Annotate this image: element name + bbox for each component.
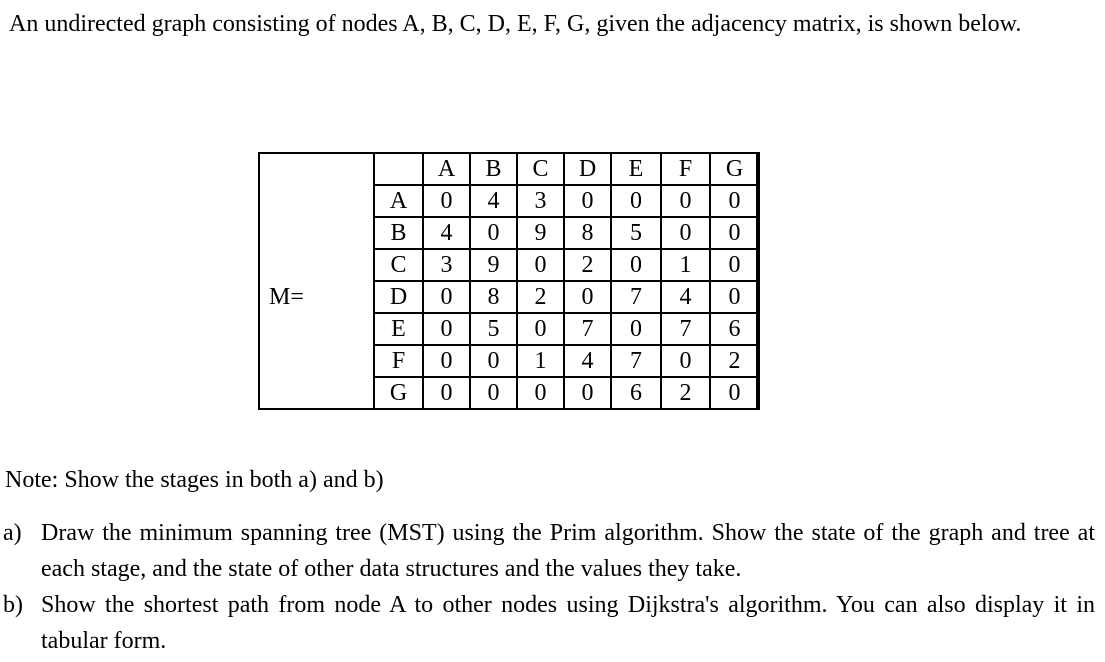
matrix-column-header: A bbox=[422, 152, 471, 186]
matrix-cell: 6 bbox=[709, 312, 760, 346]
matrix-cell: 0 bbox=[422, 280, 471, 314]
matrix-row-header: B bbox=[373, 216, 424, 250]
matrix-cell: 0 bbox=[422, 344, 471, 378]
matrix-row-header: D bbox=[373, 280, 424, 314]
matrix-cell: 0 bbox=[422, 312, 471, 346]
question-b: b) Show the shortest path from node A to… bbox=[3, 587, 1095, 659]
matrix-cell: 0 bbox=[660, 216, 711, 250]
intro-paragraph: An undirected graph consisting of nodes … bbox=[9, 11, 1022, 37]
matrix-cell: 8 bbox=[469, 280, 518, 314]
matrix-cell: 9 bbox=[516, 216, 565, 250]
matrix-cell: 4 bbox=[469, 184, 518, 218]
matrix-cell: 0 bbox=[563, 376, 612, 410]
questions: a) Draw the minimum spanning tree (MST) … bbox=[3, 515, 1095, 659]
matrix-cell: 0 bbox=[709, 280, 760, 314]
matrix-cell: 2 bbox=[563, 248, 612, 282]
matrix-column-header: B bbox=[469, 152, 518, 186]
matrix-cell: 8 bbox=[563, 216, 612, 250]
matrix-row-header: F bbox=[373, 344, 424, 378]
matrix-row-header: C bbox=[373, 248, 424, 282]
matrix-cell: 3 bbox=[516, 184, 565, 218]
matrix-cell: 9 bbox=[469, 248, 518, 282]
matrix-row-header: G bbox=[373, 376, 424, 410]
matrix-cell: 0 bbox=[709, 184, 760, 218]
matrix-cell: 0 bbox=[516, 248, 565, 282]
matrix-cell: 7 bbox=[563, 312, 612, 346]
matrix-cell: 0 bbox=[469, 216, 518, 250]
matrix-cell: 0 bbox=[660, 184, 711, 218]
matrix-label: M= bbox=[269, 284, 304, 310]
matrix-cell: 2 bbox=[660, 376, 711, 410]
matrix-cell: 6 bbox=[610, 376, 662, 410]
matrix-cell: 5 bbox=[469, 312, 518, 346]
question-text: Show the shortest path from node A to ot… bbox=[41, 592, 1095, 654]
question-label: a) bbox=[3, 520, 22, 546]
matrix-cell: 0 bbox=[469, 376, 518, 410]
matrix-column-header: C bbox=[516, 152, 565, 186]
matrix-cell: 1 bbox=[660, 248, 711, 282]
question-text: Draw the minimum spanning tree (MST) usi… bbox=[41, 520, 1095, 582]
matrix-cell: 0 bbox=[660, 344, 711, 378]
matrix-cell: 0 bbox=[516, 376, 565, 410]
matrix-cell: 0 bbox=[563, 280, 612, 314]
matrix-column-header: F bbox=[660, 152, 711, 186]
matrix-cell: 4 bbox=[422, 216, 471, 250]
matrix-cell: 0 bbox=[516, 312, 565, 346]
matrix-corner-cell bbox=[373, 152, 424, 186]
matrix-cell: 0 bbox=[422, 184, 471, 218]
matrix-cell: 0 bbox=[610, 184, 662, 218]
matrix-cell: 4 bbox=[563, 344, 612, 378]
matrix-cell: 3 bbox=[422, 248, 471, 282]
matrix-cell: 0 bbox=[610, 248, 662, 282]
matrix-column-header: D bbox=[563, 152, 612, 186]
matrix-row-header: E bbox=[373, 312, 424, 346]
matrix-cell: 7 bbox=[660, 312, 711, 346]
matrix-cell: 4 bbox=[660, 280, 711, 314]
matrix-cell: 2 bbox=[516, 280, 565, 314]
matrix-cell: 0 bbox=[469, 344, 518, 378]
matrix-cell: 0 bbox=[422, 376, 471, 410]
question-label: b) bbox=[3, 592, 23, 618]
matrix-cell: 5 bbox=[610, 216, 662, 250]
matrix-cell: 2 bbox=[709, 344, 760, 378]
matrix-cell: 0 bbox=[610, 312, 662, 346]
matrix-column-header: E bbox=[610, 152, 662, 186]
matrix-cell: 7 bbox=[610, 344, 662, 378]
matrix-cell: 0 bbox=[709, 248, 760, 282]
matrix-cell: 0 bbox=[709, 376, 760, 410]
matrix-row-header: A bbox=[373, 184, 424, 218]
matrix-cell: 0 bbox=[563, 184, 612, 218]
note: Note: Show the stages in both a) and b) bbox=[5, 467, 384, 493]
question-a: a) Draw the minimum spanning tree (MST) … bbox=[3, 515, 1095, 587]
matrix-cell: 0 bbox=[709, 216, 760, 250]
matrix-column-header: G bbox=[709, 152, 760, 186]
matrix-cell: 1 bbox=[516, 344, 565, 378]
matrix-cell: 7 bbox=[610, 280, 662, 314]
